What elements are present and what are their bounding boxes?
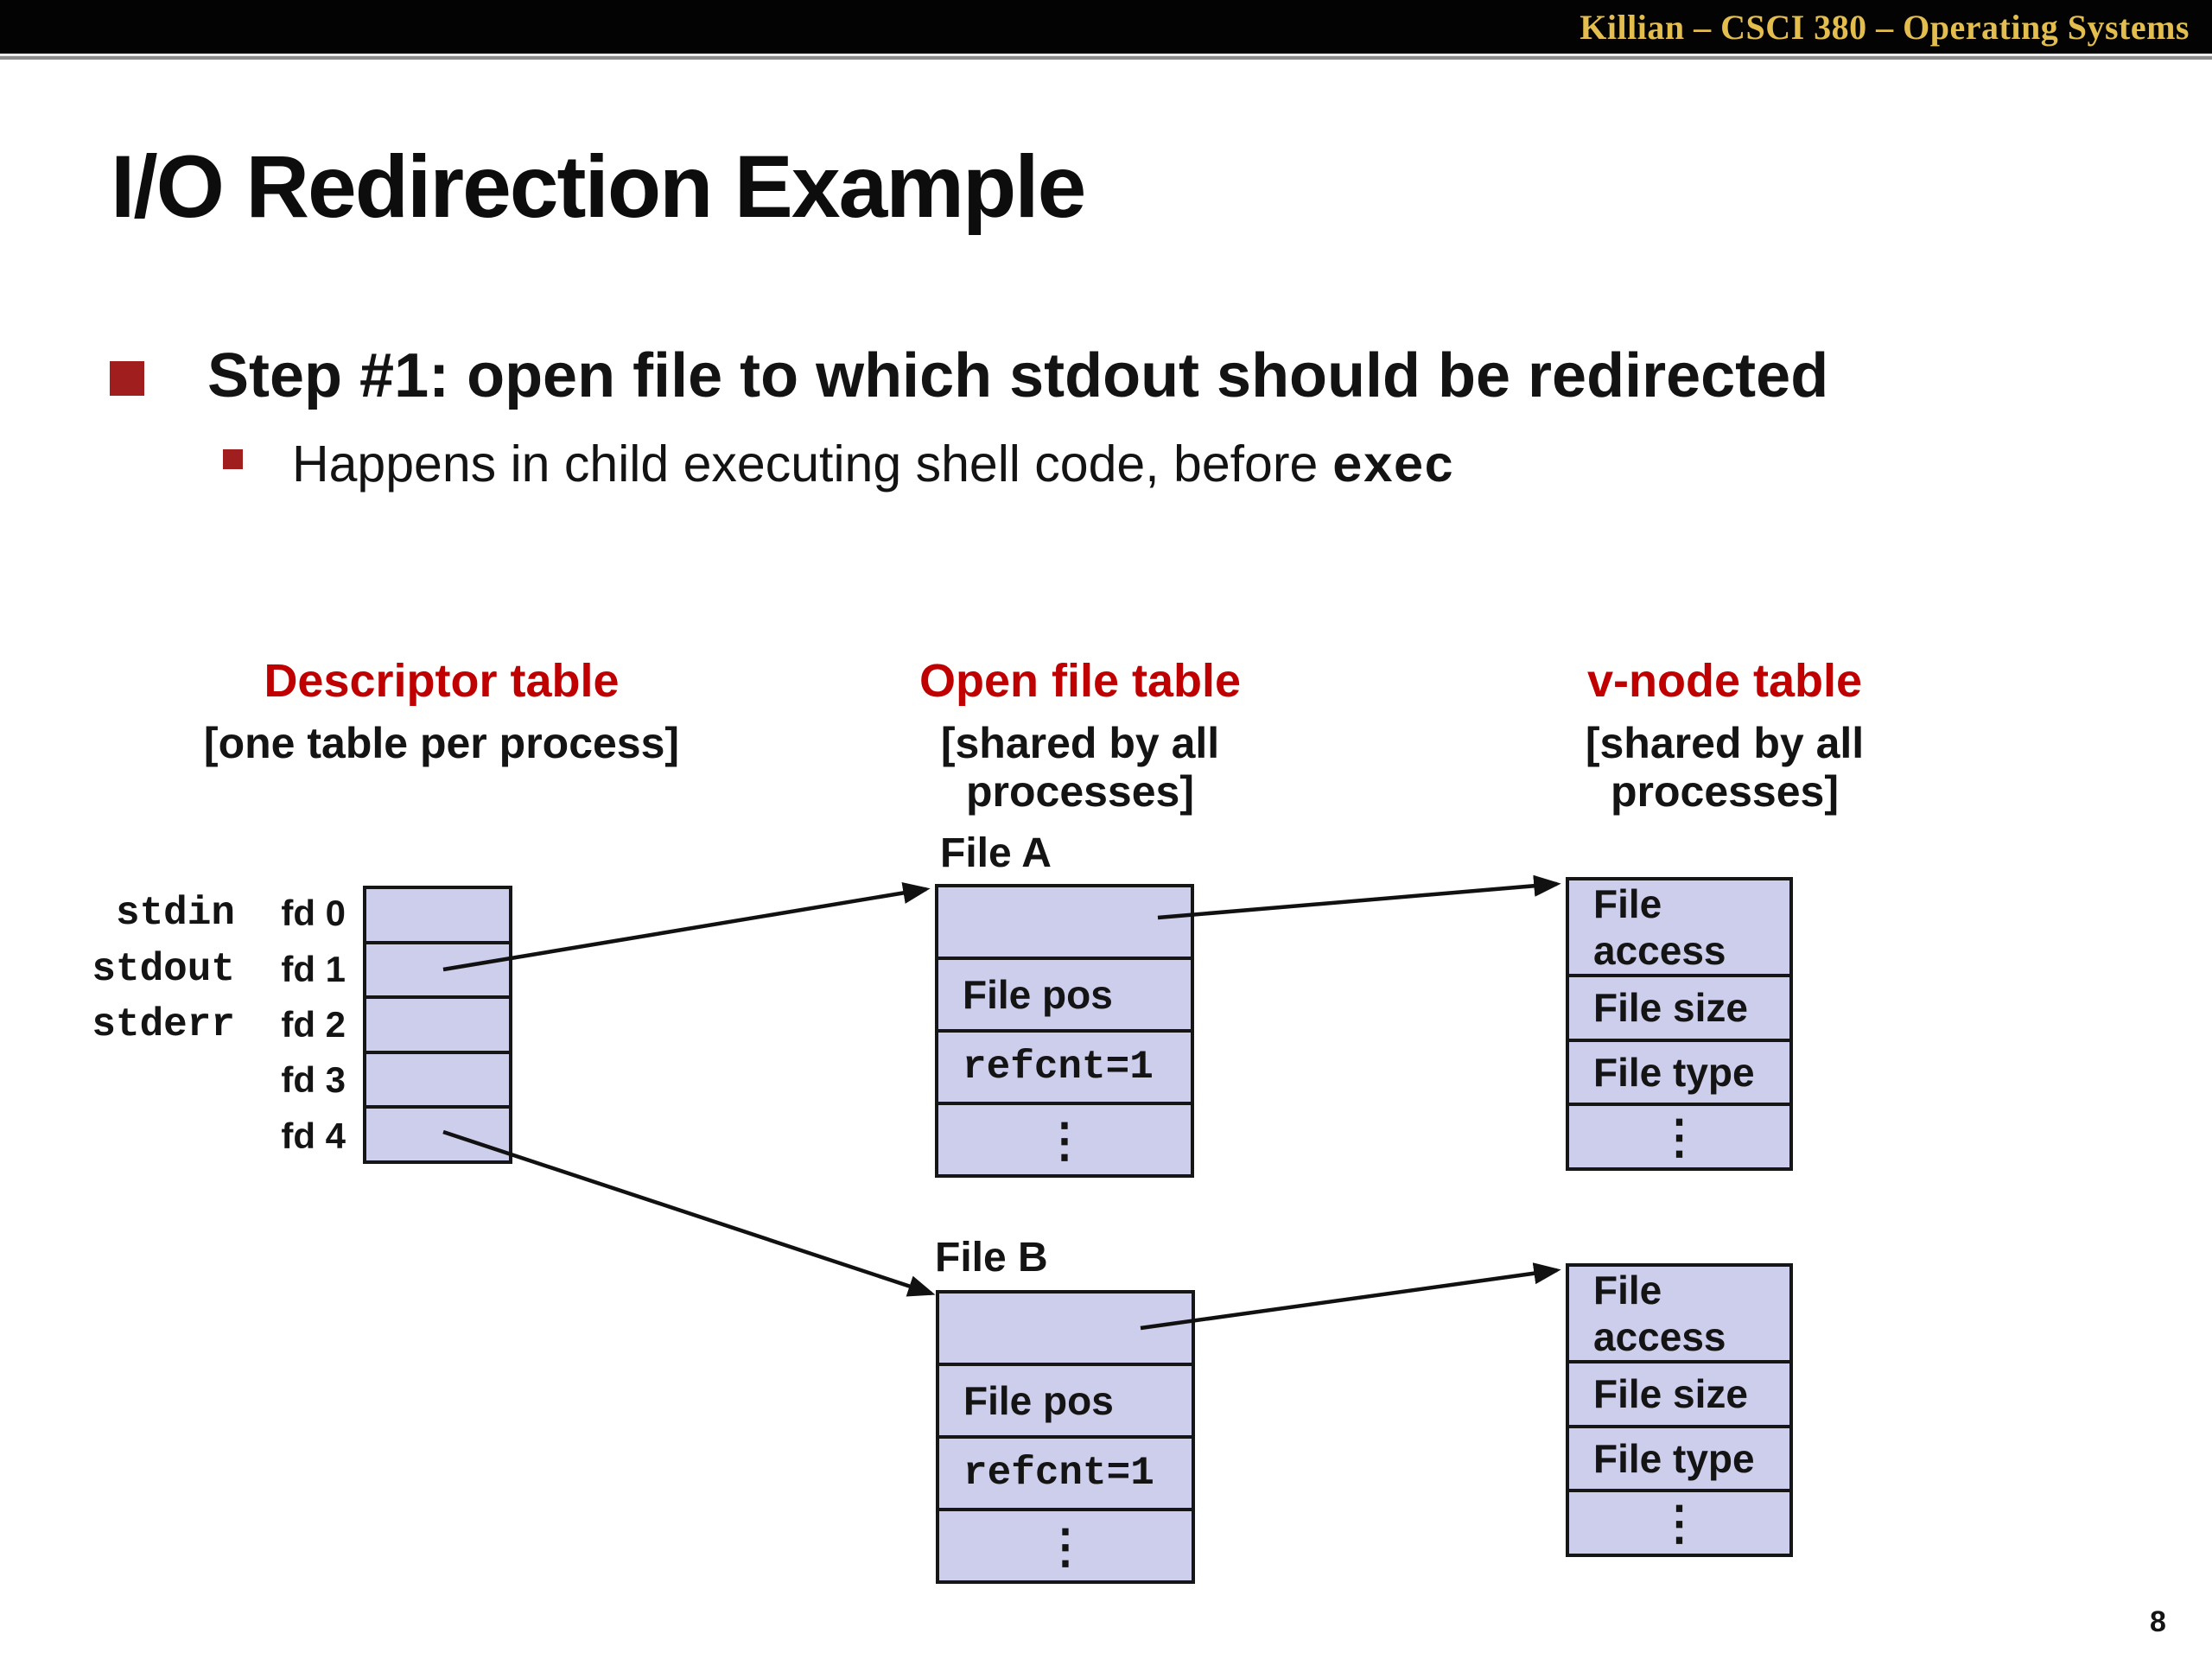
arrow-file-a-to-vnode-a [1157,874,1561,920]
heading-vnode-title: v-node table [1586,655,1863,707]
vnode-table-b: File access File size File type ⋮ [1566,1263,1793,1557]
heading-descriptor-title: Descriptor table [264,655,620,707]
open-file-table-b: File pos refcnt=1 ⋮ [936,1290,1195,1584]
heading-vnode-table: v-node table [shared by all processes] [1465,655,1984,816]
file-a-filepos-cell: File pos [938,957,1191,1029]
descriptor-table [363,886,512,1164]
fd-row-label: stdin fd 0 [52,886,346,941]
fd4-label: fd 4 [281,1115,346,1156]
fd-row-label: fd 4 [52,1109,346,1164]
vnode-a-type-cell: File type [1569,1038,1789,1103]
file-b-filepos-cell: File pos [939,1363,1192,1435]
file-b-pointer-cell [939,1294,1192,1363]
vnode-a-ellipsis-cell: ⋮ [1569,1103,1789,1167]
top-bar: Killian – CSCI 380 – Operating Systems [0,0,2212,54]
file-a-refcnt-cell: refcnt=1 [938,1029,1191,1102]
vnode-b-size-cell: File size [1569,1360,1789,1425]
fd0-label: fd 0 [281,893,346,934]
arrow-fd1-to-file-a [442,881,931,972]
fd3-label: fd 3 [281,1059,346,1101]
heading-descriptor-table: Descriptor table [one table per process] [182,655,701,767]
open-file-table-a: File pos refcnt=1 ⋮ [935,884,1194,1178]
heading-open-file-title: Open file table [918,655,1242,707]
fd1-label: fd 1 [281,948,346,989]
page-number: 8 [2150,1605,2166,1638]
vnode-a-access-cell: File access [1593,881,1726,973]
arrow-fd4-to-file-b [442,1129,936,1297]
slide-title: I/O Redirection Example [111,137,1086,236]
file-a-label: File A [940,830,1052,876]
heading-open-file-table: Open file table [shared by all processes… [821,655,1339,816]
stderr-label: stderr [92,1002,235,1048]
course-info-label: Killian – CSCI 380 – Operating Systems [1580,7,2190,47]
sub-bullet-square-icon [223,449,243,469]
file-a-pointer-cell [938,887,1191,957]
bullet-square-icon [110,361,144,396]
stdout-label: stdout [92,946,235,992]
heading-descriptor-subtitle: [one table per process] [203,719,680,768]
fd-row-label: stderr fd 2 [52,997,346,1052]
vnode-b-type-cell: File type [1569,1424,1789,1490]
sub-bullet-text: Happens in child executing shell code, b… [292,435,1454,498]
fd-row-label: fd 3 [52,1052,346,1108]
stdin-label: stdin [115,891,235,937]
file-b-ellipsis-cell: ⋮ [939,1508,1192,1580]
sub-bullet-prefix: Happens in child executing shell code, b… [292,435,1332,493]
vnode-b-access-cell: File access [1593,1268,1726,1359]
vnode-table-a: File access File size File type ⋮ [1566,877,1793,1171]
vnode-a-size-cell: File size [1569,974,1789,1039]
top-bar-divider-light [0,54,2212,56]
heading-vnode-subtitle: [shared by all processes] [1585,719,1865,817]
arrow-file-b-to-vnode-b [1140,1262,1561,1331]
sub-bullet-code: exec [1332,439,1455,497]
file-b-label: File B [935,1235,1048,1281]
descriptor-table-labels: stdin fd 0 stdout fd 1 stderr fd 2 fd 3 … [52,886,346,1164]
file-b-refcnt-cell: refcnt=1 [939,1435,1192,1508]
descriptor-cell-fd3 [366,1050,509,1106]
descriptor-cell-fd4 [366,1105,509,1160]
fd2-label: fd 2 [281,1004,346,1046]
fd-row-label: stdout fd 1 [52,941,346,996]
descriptor-cell-fd2 [366,995,509,1051]
file-a-ellipsis-cell: ⋮ [938,1102,1191,1174]
vnode-b-ellipsis-cell: ⋮ [1569,1489,1789,1554]
bullet-main-text: Step #1: open file to which stdout shoul… [207,341,1829,410]
descriptor-cell-fd1 [366,940,509,996]
top-bar-divider-gray [0,56,2212,60]
heading-open-file-subtitle: [shared by all processes] [940,719,1220,817]
descriptor-cell-fd0 [366,889,509,941]
